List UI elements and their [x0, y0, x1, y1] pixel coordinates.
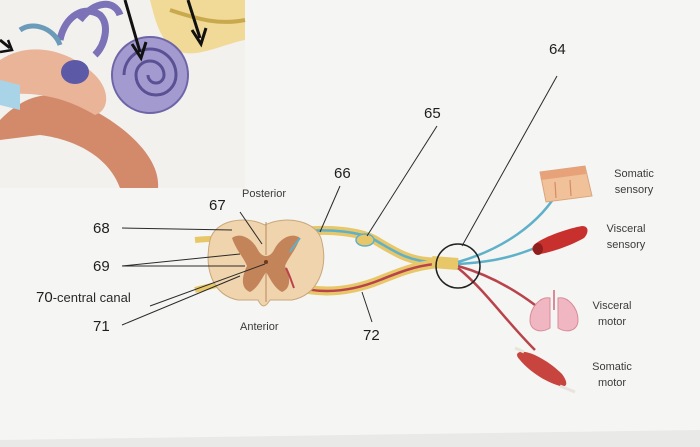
label-72: 72 — [363, 327, 380, 344]
leader-67 — [239, 211, 263, 245]
visceral-motor-line1: Visceral — [593, 300, 632, 312]
leader-lines — [121, 75, 558, 326]
somatic-sensory-line1: Somatic — [614, 168, 654, 180]
ear-illustration — [0, 0, 246, 188]
leader-69a — [121, 253, 241, 267]
leader-64 — [461, 75, 558, 247]
label-68: 68 — [93, 220, 110, 237]
label-71: 71 — [93, 318, 110, 335]
label-67: 67 — [209, 197, 226, 214]
label-69: 69 — [93, 258, 110, 275]
posterior-label: Posterior — [242, 188, 286, 200]
visceral-sensory-line1: Visceral — [607, 223, 646, 235]
muscle-icon — [514, 346, 576, 394]
somatic-sensory-line2: sensory — [615, 184, 654, 196]
spinal-cord-section — [207, 219, 325, 307]
leader-66 — [319, 185, 341, 233]
spinal-nerve-circle — [435, 243, 481, 289]
label-70: 70-central canal — [36, 289, 131, 306]
visceral-sensory-line2: sensory — [607, 239, 646, 251]
visceral-motor-line2: motor — [598, 316, 626, 328]
leader-72 — [361, 291, 373, 323]
leader-70 — [149, 263, 266, 307]
skin-icon — [539, 165, 593, 203]
label-64: 64 — [549, 41, 566, 58]
leader-68 — [121, 227, 233, 231]
leader-65 — [366, 125, 438, 237]
label-66: 66 — [334, 165, 351, 182]
anterior-label: Anterior — [240, 321, 279, 333]
somatic-motor-line1: Somatic — [592, 361, 632, 373]
blood-vessel-icon — [532, 226, 588, 255]
leader-71 — [121, 275, 241, 326]
somatic-motor-line2: motor — [598, 377, 626, 389]
central-canal — [264, 260, 268, 264]
lungs-icon — [529, 290, 579, 332]
dorsal-root-ganglion — [355, 233, 375, 247]
label-65: 65 — [424, 105, 441, 122]
